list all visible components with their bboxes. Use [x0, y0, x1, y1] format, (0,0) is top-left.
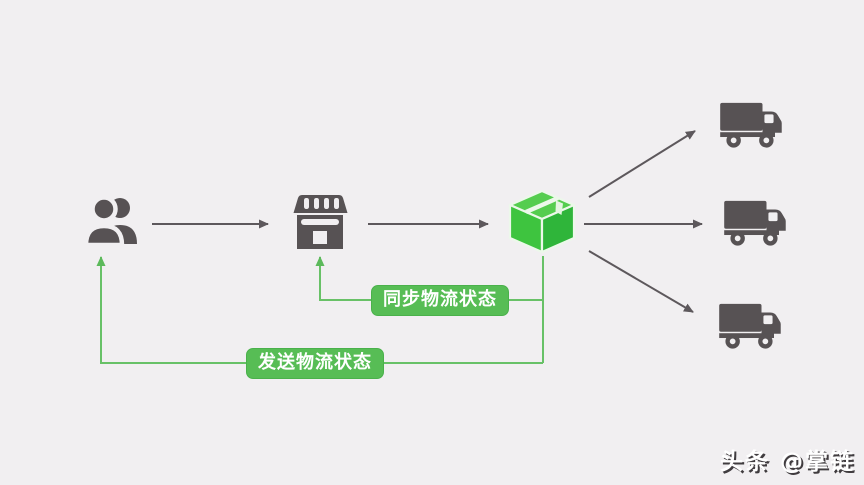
package-icon — [508, 189, 576, 254]
truck-icon — [722, 198, 786, 248]
users-icon — [84, 195, 137, 248]
package-node — [507, 188, 577, 256]
customer-node — [84, 194, 142, 252]
carrier-node-1 — [718, 100, 782, 150]
forward-flow-arrows — [152, 130, 703, 313]
watermark-text: 头条 @掌链 — [719, 449, 855, 475]
sync-status-label: 同步物流状态 — [371, 285, 509, 316]
truck-icon — [718, 100, 782, 150]
carrier-node-3 — [717, 301, 781, 351]
carrier-node-2 — [722, 198, 786, 248]
truck-icon — [717, 301, 781, 351]
storefront-icon — [293, 195, 348, 249]
merchant-node — [289, 193, 351, 251]
send-status-label: 发送物流状态 — [246, 348, 384, 379]
